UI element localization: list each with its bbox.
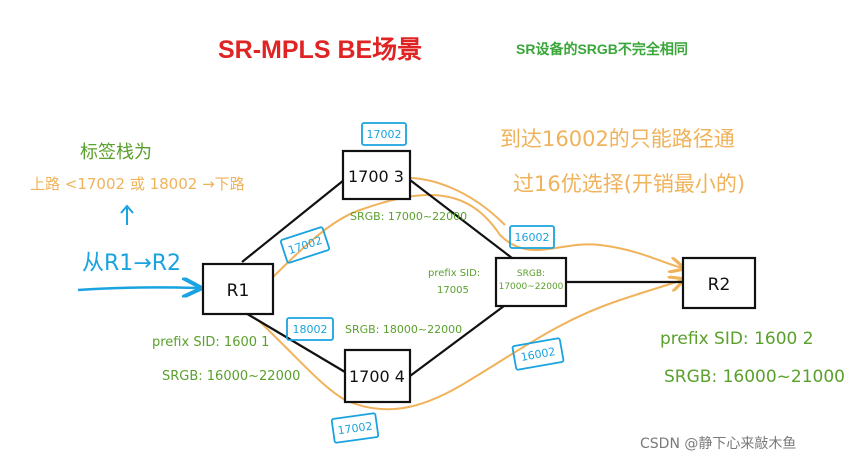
node-r2-label: R2	[708, 275, 731, 295]
blue-box-r1-lower	[286, 317, 334, 341]
blue-input-arrow	[77, 287, 198, 290]
blue-box-bottom-path	[330, 412, 380, 444]
node-right-mid-label: SRGB:17000~22000	[499, 269, 564, 292]
node-right-mid: SRGB:17000~22000	[494, 256, 568, 308]
note-prefix-mid-1: prefix SID:	[428, 268, 480, 279]
link-top-rightmid	[409, 179, 513, 259]
blue-box-r1-upper	[279, 226, 331, 264]
node-top: 1700 3	[341, 149, 412, 201]
blue-box-below-right	[511, 337, 565, 371]
orange-path-lower	[257, 280, 682, 411]
watermark: CSDN @静下心来敲木鱼	[640, 436, 797, 452]
blue-label-boxes	[279, 122, 565, 444]
orange-path-curves	[257, 176, 682, 411]
note-srgb-r1: SRGB: 16000~22000	[162, 369, 300, 384]
blue-label-below-right: 16002	[520, 345, 557, 364]
blue-box-top-node	[361, 122, 407, 146]
blue-label-right-mid: 16002	[515, 231, 550, 244]
note-prefix-mid-2: 17005	[437, 285, 469, 296]
page-title: SR-MPLS BE场景	[218, 36, 423, 64]
handwritten-notes: 标签栈为 上路 <17002 或 18002 →下路 从R1→R2 SRGB: …	[30, 127, 845, 387]
link-r1-top	[241, 179, 345, 263]
note-label-stack-detail: 上路 <17002 或 18002 →下路	[30, 175, 245, 193]
orange-path-upper	[257, 194, 682, 293]
node-r1-label: R1	[227, 281, 250, 301]
note-label-stack-heading: 标签栈为	[80, 142, 152, 163]
blue-label-top-node: 17002	[367, 128, 402, 141]
blue-label-r1-lower: 18002	[293, 323, 328, 336]
note-orange-line2: 过16优选择(开销最小的)	[513, 172, 745, 196]
topology-links	[241, 179, 682, 377]
note-from-r1-to-r2: 从R1→R2	[82, 251, 181, 276]
blue-label-texts: 17002 17002 18002 16002 16002 17002	[287, 128, 557, 437]
note-prefix-r1: prefix SID: 1600 1	[152, 335, 269, 350]
node-top-label: 1700 3	[348, 167, 404, 186]
note-orange-line1: 到达16002的只能路径通	[500, 127, 735, 151]
node-bottom: 1700 4	[343, 348, 412, 404]
node-r1: R1	[201, 262, 275, 316]
blue-box-right-mid	[509, 225, 555, 249]
note-srgb-r2: SRGB: 16000~21000	[664, 367, 845, 387]
link-bottom-rightmid	[409, 299, 513, 377]
page-subtitle: SR设备的SRGB不完全相同	[516, 41, 688, 57]
link-r1-bottom	[243, 311, 346, 373]
blue-label-bottom-path: 17002	[337, 420, 373, 438]
up-arrow-icon	[120, 204, 134, 225]
node-bottom-label: 1700 4	[349, 367, 405, 386]
node-r2: R2	[681, 256, 757, 310]
note-srgb-bottom: SRGB: 18000~22000	[345, 323, 462, 336]
note-srgb-top: SRGB: 17000~22000	[350, 210, 467, 223]
note-prefix-r2: prefix SID: 1600 2	[660, 329, 814, 349]
